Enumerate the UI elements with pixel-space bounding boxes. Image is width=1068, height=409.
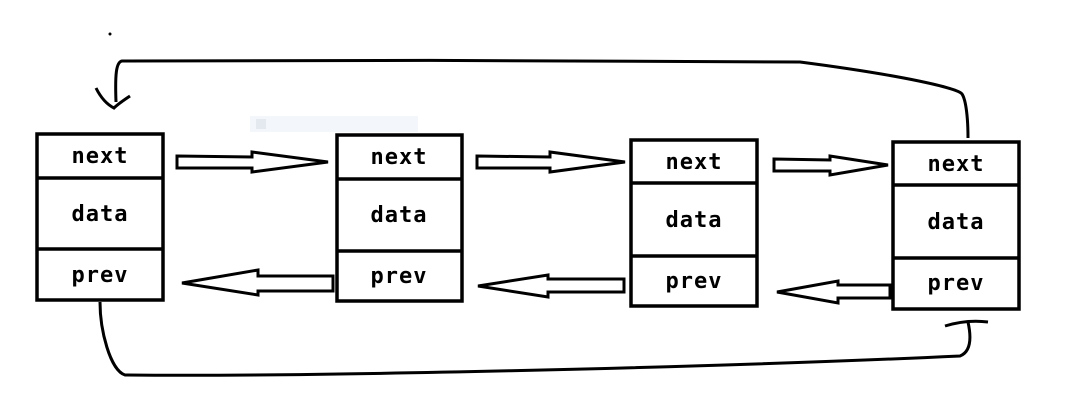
circular-prev-link [98,301,972,377]
circular-next-arrowhead [94,87,131,110]
prev-arrow-3-to-2 [477,273,626,299]
next-arrow-2-to-3 [475,150,626,174]
node-4: next data prev [891,140,1021,311]
node-2-prev-label: prev [371,264,428,289]
node-4-box [891,140,1021,311]
faint-watermark [250,116,418,132]
circular-prev-arrowhead [944,319,989,328]
node-3-box [629,138,759,308]
next-arrow-1-to-2 [175,150,329,174]
node-4-data-label: data [928,210,985,235]
node-3-next-label: next [666,150,723,175]
prev-arrow-2-to-1 [181,268,335,297]
node-3-prev-label: prev [666,269,723,294]
node-2-box [335,133,464,303]
stray-dot [108,32,112,36]
node-2: next data prev [335,133,464,303]
circular-next-link [114,58,970,139]
node-1-next-label: next [72,144,129,169]
node-1-data-label: data [72,202,129,227]
node-4-prev-label: prev [928,271,985,296]
node-2-data-label: data [371,203,428,228]
prev-arrow-4-to-3 [776,279,892,305]
node-3: next data prev [629,138,759,308]
node-2-next-label: next [371,145,428,170]
next-arrow-3-to-4 [772,154,889,177]
node-1: next data prev [35,132,165,302]
faint-watermark-icon [256,119,266,129]
node-1-prev-label: prev [72,263,129,288]
node-1-box [35,132,165,302]
node-4-next-label: next [928,152,985,177]
node-3-data-label: data [666,208,723,233]
